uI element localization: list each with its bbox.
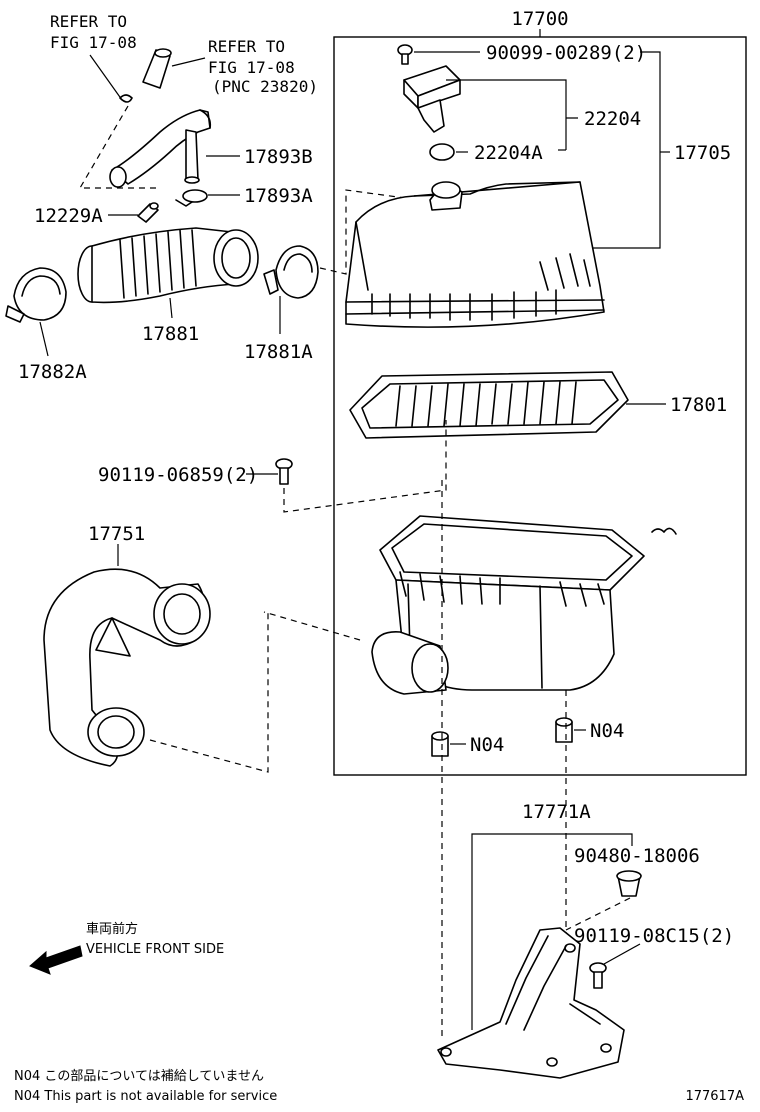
- label-90480: 90480-18006: [574, 845, 700, 867]
- vacuum-hose-end: [119, 48, 172, 103]
- label-N04-left: N04: [470, 734, 504, 756]
- part-17893A-clamp: [175, 189, 208, 207]
- label-fig-1: FIG 17-08: [50, 33, 137, 52]
- part-17882A-clamp: [5, 267, 67, 323]
- dash-intake-to-cover: [319, 189, 421, 275]
- note-en: N04 This part is not available for servi…: [14, 1089, 277, 1104]
- leader-17881: [169, 297, 173, 319]
- part-90119-08C15-bolt: [589, 962, 607, 989]
- label-17881A: 17881A: [244, 341, 313, 363]
- label-90119-08C15: 90119-08C15(2): [574, 925, 734, 947]
- label-17751: 17751: [88, 523, 145, 545]
- label-17801: 17801: [670, 394, 727, 416]
- label-refer-to-2: REFER TO: [208, 37, 285, 56]
- leader-refer-1: [89, 54, 123, 101]
- dash-clip-line: [565, 897, 631, 931]
- label-refer-to-1: REFER TO: [50, 12, 127, 31]
- part-17881A-clamp: [263, 245, 319, 299]
- label-22204A: 22204A: [474, 142, 543, 164]
- leader-17705: [578, 51, 661, 249]
- label-12229A: 12229A: [34, 205, 103, 227]
- dash-duct-bracket: [149, 612, 269, 773]
- part-17705-cover: [345, 181, 605, 328]
- part-22204-maf-sensor: [403, 65, 461, 133]
- label-fig-2: FIG 17-08: [208, 58, 295, 77]
- label-17882A: 17882A: [18, 361, 87, 383]
- part-17881-intake-hose: [77, 227, 259, 304]
- label-90119-06859: 90119-06859(2): [98, 464, 258, 486]
- arrow-left-icon: [29, 945, 83, 975]
- part-N04-left: [431, 731, 449, 757]
- note-jp: N04 この部品については補給していません: [14, 1069, 264, 1084]
- part-17893B-hose: [109, 109, 212, 188]
- part-air-cleaner-case: [371, 515, 677, 695]
- figure-id: 177617A: [685, 1089, 744, 1104]
- leader-22204: [446, 79, 578, 150]
- leader-90119-08C15: [603, 943, 641, 965]
- label-vehicle-front-jp: 車両前方: [86, 921, 138, 937]
- leader-refer-2: [171, 57, 206, 67]
- part-90099-bolt: [397, 44, 413, 65]
- part-90119-06859-bolt: [275, 458, 293, 485]
- label-17705: 17705: [674, 142, 731, 164]
- part-12229A-fitting: [137, 202, 159, 223]
- label-17893A: 17893A: [244, 185, 313, 207]
- part-17801-filter: [349, 371, 629, 439]
- label-pnc-2: (PNC 23820): [212, 77, 318, 96]
- label-vehicle-front-en: VEHICLE FRONT SIDE: [86, 942, 224, 957]
- part-90480-clip: [616, 870, 642, 897]
- label-90099: 90099-00289(2): [486, 42, 646, 64]
- part-N04-right: [555, 717, 573, 743]
- part-17771A-bracket: [437, 927, 625, 1079]
- label-17771A: 17771A: [522, 801, 591, 823]
- leader-17882A: [39, 321, 49, 357]
- dash-case-to-duct: [263, 611, 361, 641]
- part-17751-duct: [43, 568, 211, 767]
- label-17700: 17700: [511, 8, 568, 30]
- label-17881: 17881: [142, 323, 199, 345]
- dash-bolt-to-case: [283, 420, 447, 513]
- dash-hose-ref: [78, 105, 160, 189]
- label-17893B: 17893B: [244, 146, 313, 168]
- leader-17771A: [471, 833, 633, 1030]
- label-22204: 22204: [584, 108, 641, 130]
- part-22204A-gasket: [429, 143, 455, 161]
- label-N04-right: N04: [590, 720, 624, 742]
